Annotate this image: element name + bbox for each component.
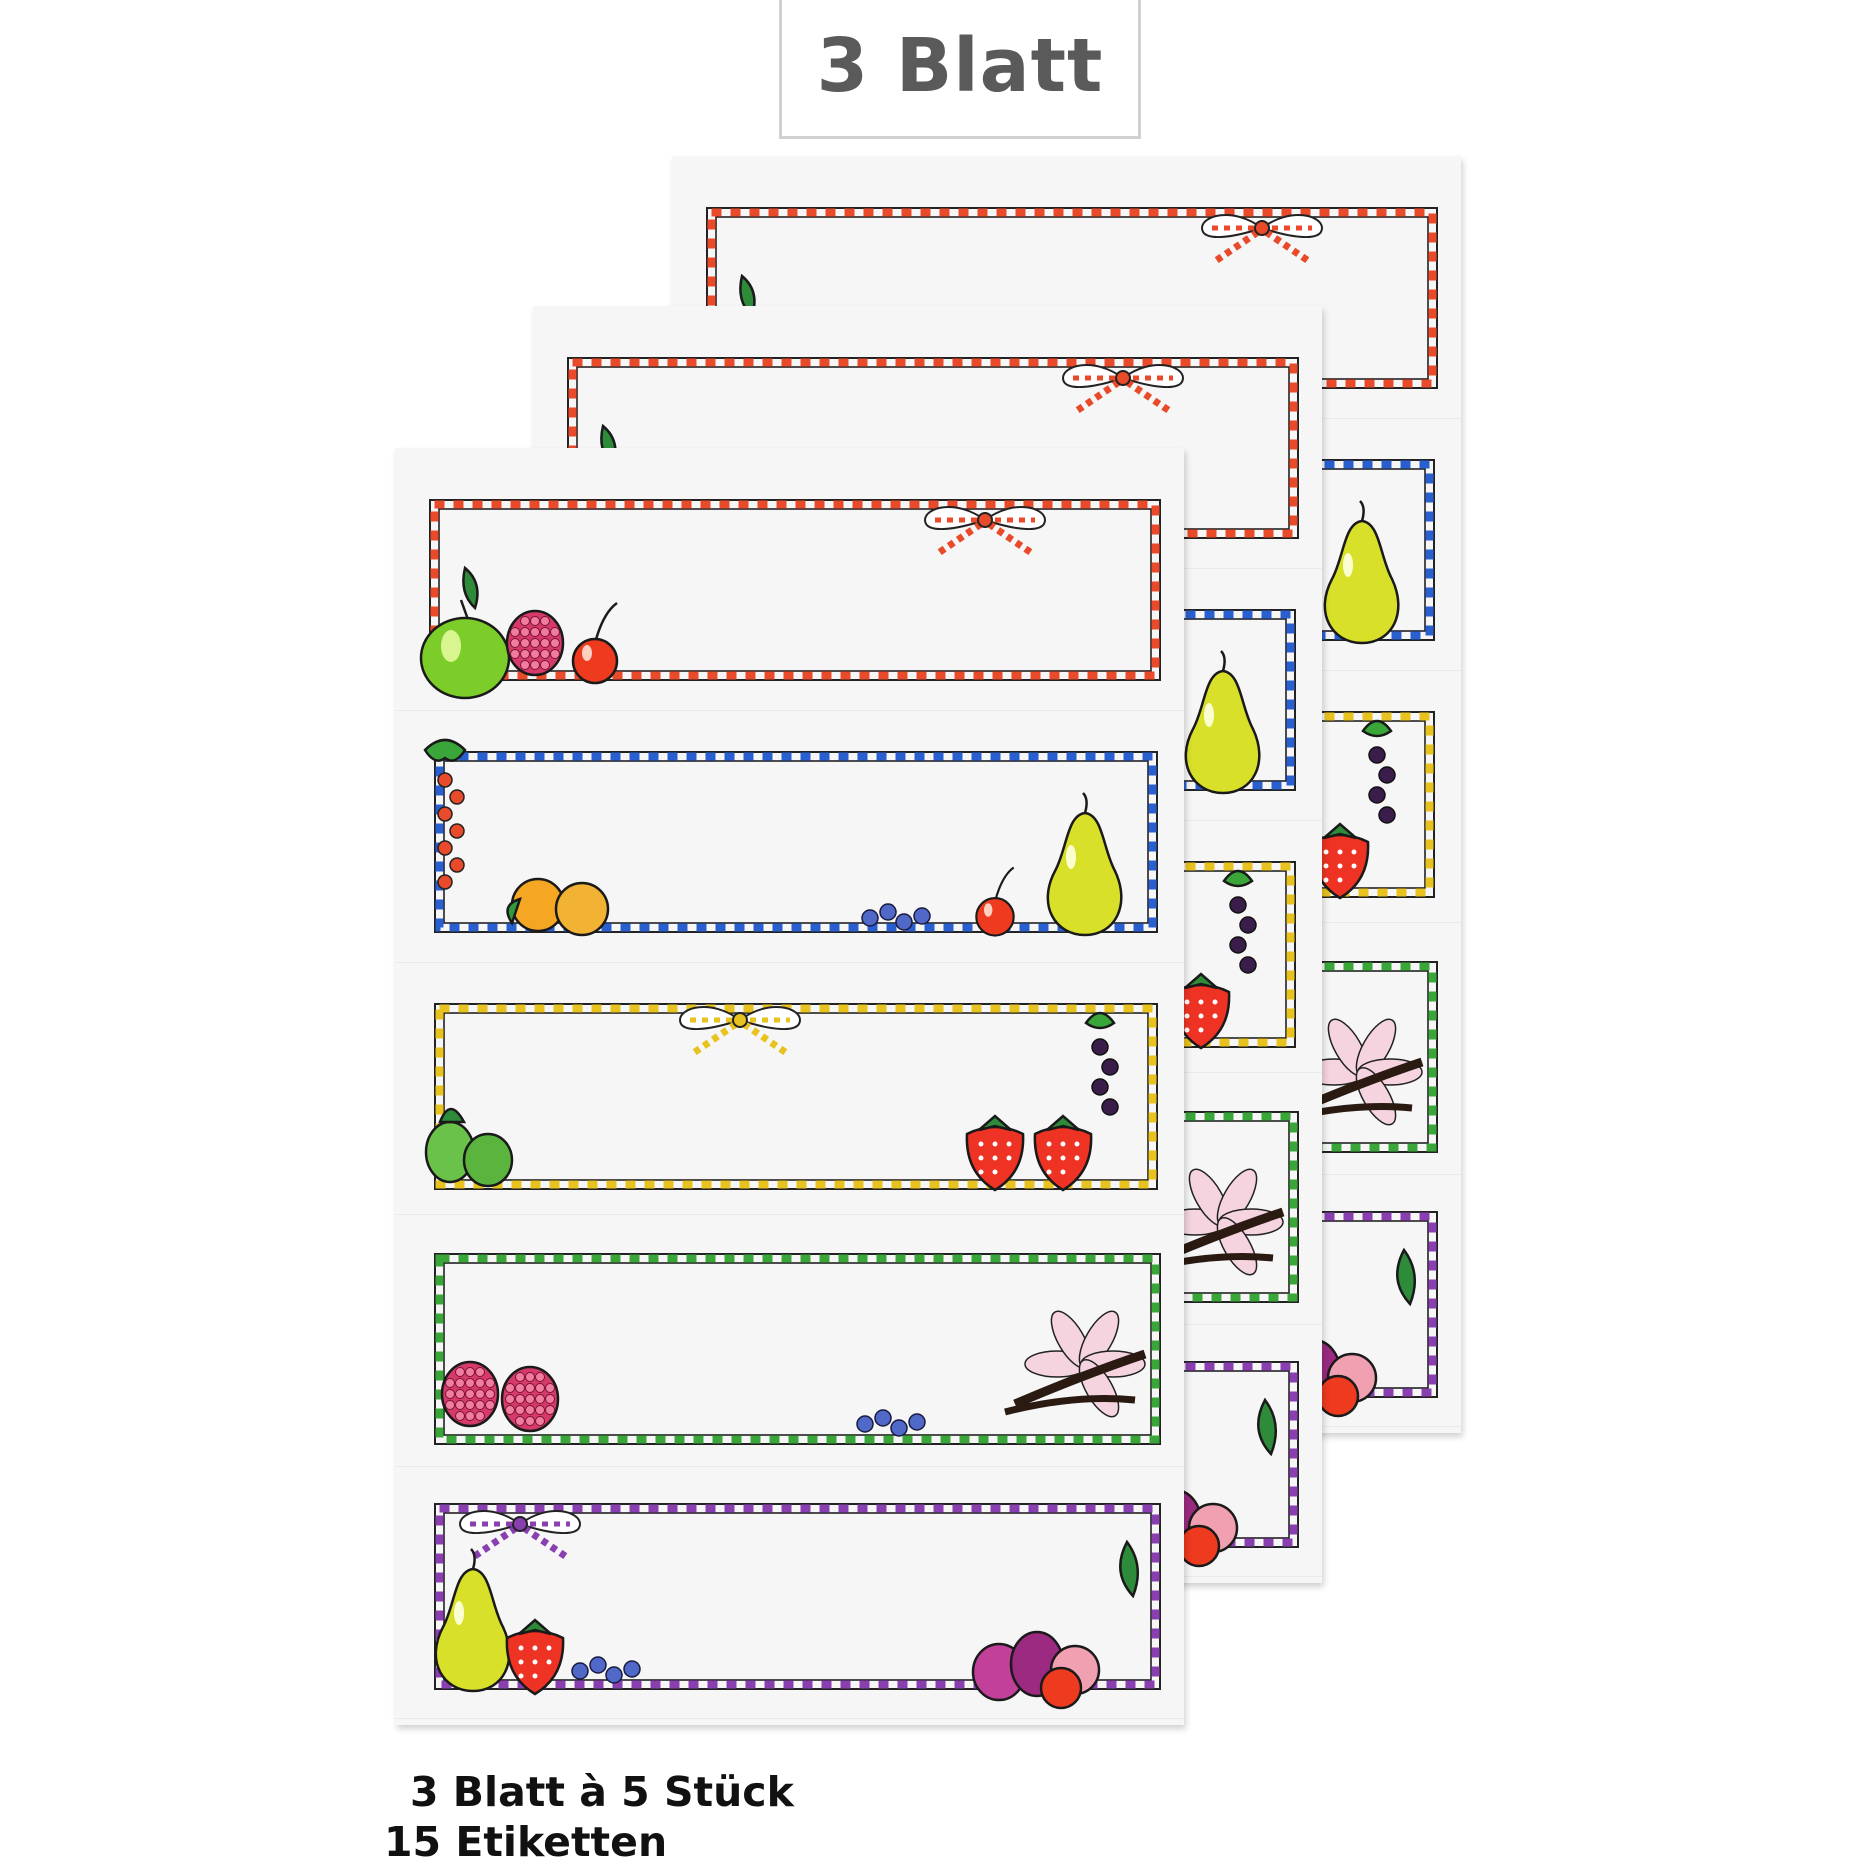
striped-frame	[434, 1503, 1161, 1690]
blueberry-icon	[861, 903, 931, 931]
cherry-icon	[571, 601, 619, 685]
ribbon-bow-icon	[458, 1509, 582, 1561]
label-artwork	[423, 738, 1158, 937]
sticker-label-apple-raspberry-cherry-bow	[395, 458, 1184, 711]
strawberry-icon	[965, 1114, 1025, 1192]
cherry-icon	[975, 866, 1015, 937]
currant-icon	[423, 738, 467, 890]
caption-label-total: 15 Etiketten	[384, 1818, 668, 1866]
leaf-icon	[1257, 1397, 1278, 1457]
pear-icon	[1323, 500, 1400, 645]
ribbon-bow-icon	[1061, 363, 1185, 415]
apricot-icon	[506, 877, 610, 937]
leaf-icon	[1396, 1247, 1417, 1307]
plum-icon	[971, 1630, 1101, 1710]
raspberry-icon	[440, 1360, 500, 1428]
label-sheet-front	[395, 448, 1184, 1725]
gooseberry-icon	[424, 1107, 514, 1188]
label-artwork	[434, 1503, 1161, 1710]
label-artwork	[419, 499, 1161, 700]
sheet-count-badge: 3 Blatt	[779, 0, 1141, 139]
ribbon-bow-icon	[923, 505, 1047, 557]
raspberry-icon	[505, 609, 565, 677]
blueberry-icon	[571, 1656, 641, 1684]
sticker-label-gooseberry-strawberry-bow	[395, 962, 1184, 1215]
ribbon-bow-icon	[678, 1005, 802, 1057]
caption-sheets-per-pack: 3 Blatt à 5 Stück	[410, 1768, 794, 1816]
ribbon-bow-icon	[1200, 213, 1324, 265]
blackcurrant-icon	[1222, 869, 1257, 974]
blueberry-icon	[856, 1409, 926, 1437]
sticker-label-pear-strawberry-plum-bow	[395, 1466, 1184, 1719]
label-artwork	[424, 1003, 1158, 1192]
raspberry-icon	[500, 1365, 560, 1433]
lily-icon	[1004, 1310, 1147, 1418]
blackcurrant-icon	[1084, 1011, 1119, 1116]
sticker-label-raspberry-lily-vanilla	[395, 1214, 1184, 1467]
pear-icon	[434, 1548, 511, 1693]
pear-icon	[1184, 650, 1261, 795]
leaf-icon	[1119, 1539, 1140, 1599]
striped-frame	[434, 1253, 1161, 1445]
strawberry-icon	[505, 1618, 565, 1696]
blackcurrant-icon	[1361, 719, 1396, 824]
strawberry-icon	[1310, 822, 1370, 900]
strawberry-icon	[1033, 1114, 1093, 1192]
striped-frame	[429, 499, 1161, 681]
label-artwork	[434, 1253, 1161, 1445]
sheet-count-text: 3 Blatt	[816, 22, 1104, 109]
pear-icon	[1046, 792, 1123, 937]
sticker-label-currant-apricot-pear	[395, 710, 1184, 963]
